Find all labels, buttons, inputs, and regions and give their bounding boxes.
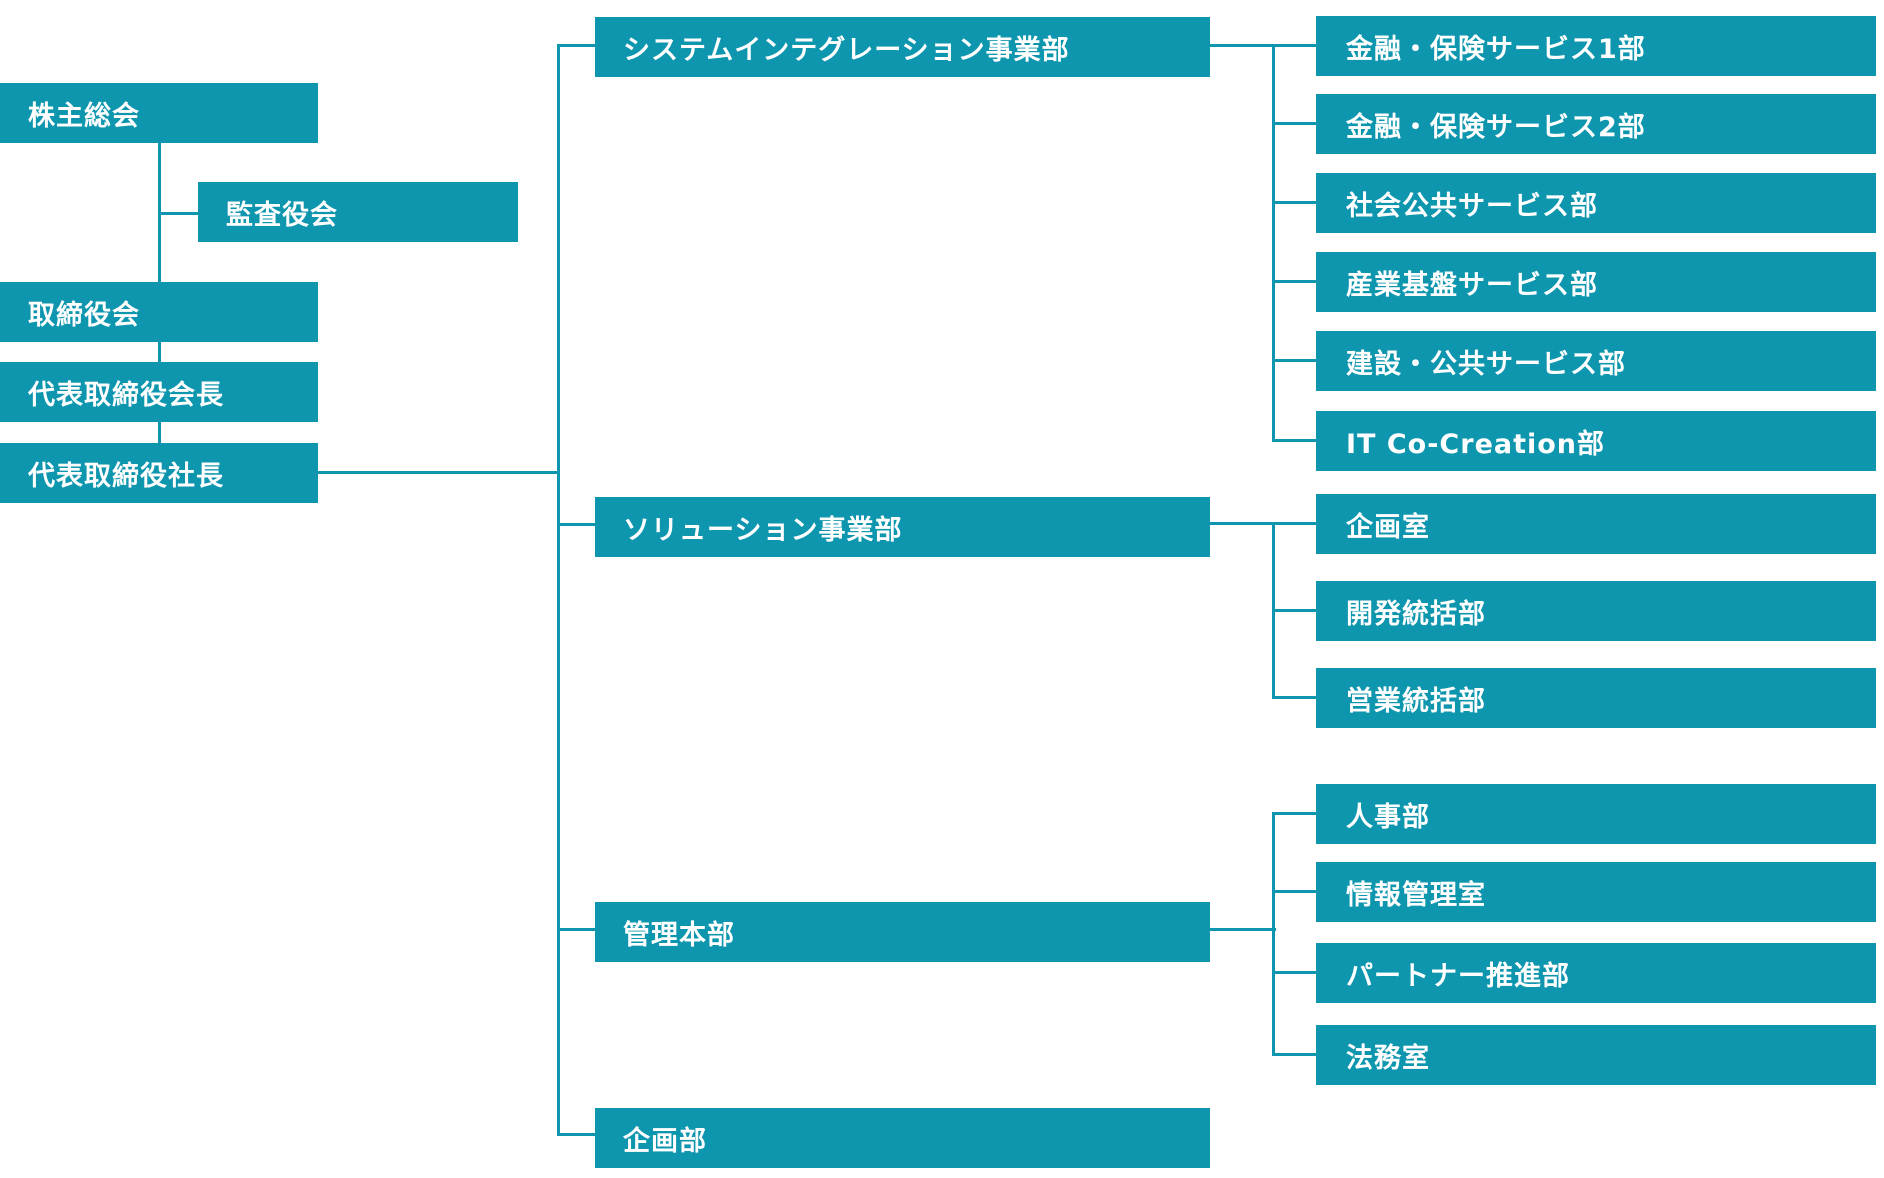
connector-division-si bbox=[557, 44, 595, 47]
connector-division-planning bbox=[557, 1133, 595, 1136]
department-box: 産業基盤サービス部 bbox=[1316, 252, 1876, 312]
connector-auditors bbox=[158, 212, 200, 215]
connector-solution-dept bbox=[1272, 609, 1316, 612]
division-system-integration-box: システムインテグレーション事業部 bbox=[595, 17, 1210, 77]
connector-division-solution bbox=[557, 523, 595, 526]
connector-si-branch bbox=[1272, 44, 1275, 442]
connector-admin-out bbox=[1210, 928, 1276, 931]
department-box: 金融・保険サービス2部 bbox=[1316, 94, 1876, 154]
connector-admin-dept bbox=[1272, 1053, 1316, 1056]
connector-solution-dept bbox=[1272, 522, 1316, 525]
connector-si-dept bbox=[1272, 44, 1316, 47]
department-box: 社会公共サービス部 bbox=[1316, 173, 1876, 233]
department-box: 開発統括部 bbox=[1316, 581, 1876, 641]
connector-admin-branch bbox=[1272, 812, 1275, 1056]
connector-solution-dept bbox=[1272, 696, 1316, 699]
connector-board-chairman bbox=[158, 342, 161, 362]
connector-president-trunk bbox=[318, 471, 559, 474]
department-box: IT Co-Creation部 bbox=[1316, 411, 1876, 471]
department-box: 法務室 bbox=[1316, 1025, 1876, 1085]
department-box: 企画室 bbox=[1316, 494, 1876, 554]
connector-si-dept bbox=[1272, 359, 1316, 362]
shareholders-meeting-box: 株主総会 bbox=[0, 83, 318, 143]
president-box: 代表取締役社長 bbox=[0, 443, 318, 503]
department-box: 人事部 bbox=[1316, 784, 1876, 844]
department-box: 建設・公共サービス部 bbox=[1316, 331, 1876, 391]
department-box: 金融・保険サービス1部 bbox=[1316, 16, 1876, 76]
connector-si-out bbox=[1210, 44, 1276, 47]
board-of-directors-box: 取締役会 bbox=[0, 282, 318, 342]
connector-solution-out bbox=[1210, 522, 1276, 525]
connector-admin-dept bbox=[1272, 890, 1316, 893]
connector-si-dept bbox=[1272, 122, 1316, 125]
audit-board-box: 監査役会 bbox=[198, 182, 518, 242]
connector-admin-dept bbox=[1272, 812, 1316, 815]
connector-si-dept bbox=[1272, 439, 1316, 442]
department-box: 営業統括部 bbox=[1316, 668, 1876, 728]
connector-si-dept bbox=[1272, 201, 1316, 204]
division-administration-box: 管理本部 bbox=[595, 902, 1210, 962]
connector-si-dept bbox=[1272, 280, 1316, 283]
division-planning-box: 企画部 bbox=[595, 1108, 1210, 1168]
chairman-box: 代表取締役会長 bbox=[0, 362, 318, 422]
department-box: 情報管理室 bbox=[1316, 862, 1876, 922]
connector-division-admin bbox=[557, 928, 595, 931]
connector-admin-dept bbox=[1272, 971, 1316, 974]
department-box: パートナー推進部 bbox=[1316, 943, 1876, 1003]
connector-chairman-president bbox=[158, 422, 161, 443]
connector-division-trunk bbox=[557, 44, 560, 1136]
division-solution-box: ソリューション事業部 bbox=[595, 497, 1210, 557]
